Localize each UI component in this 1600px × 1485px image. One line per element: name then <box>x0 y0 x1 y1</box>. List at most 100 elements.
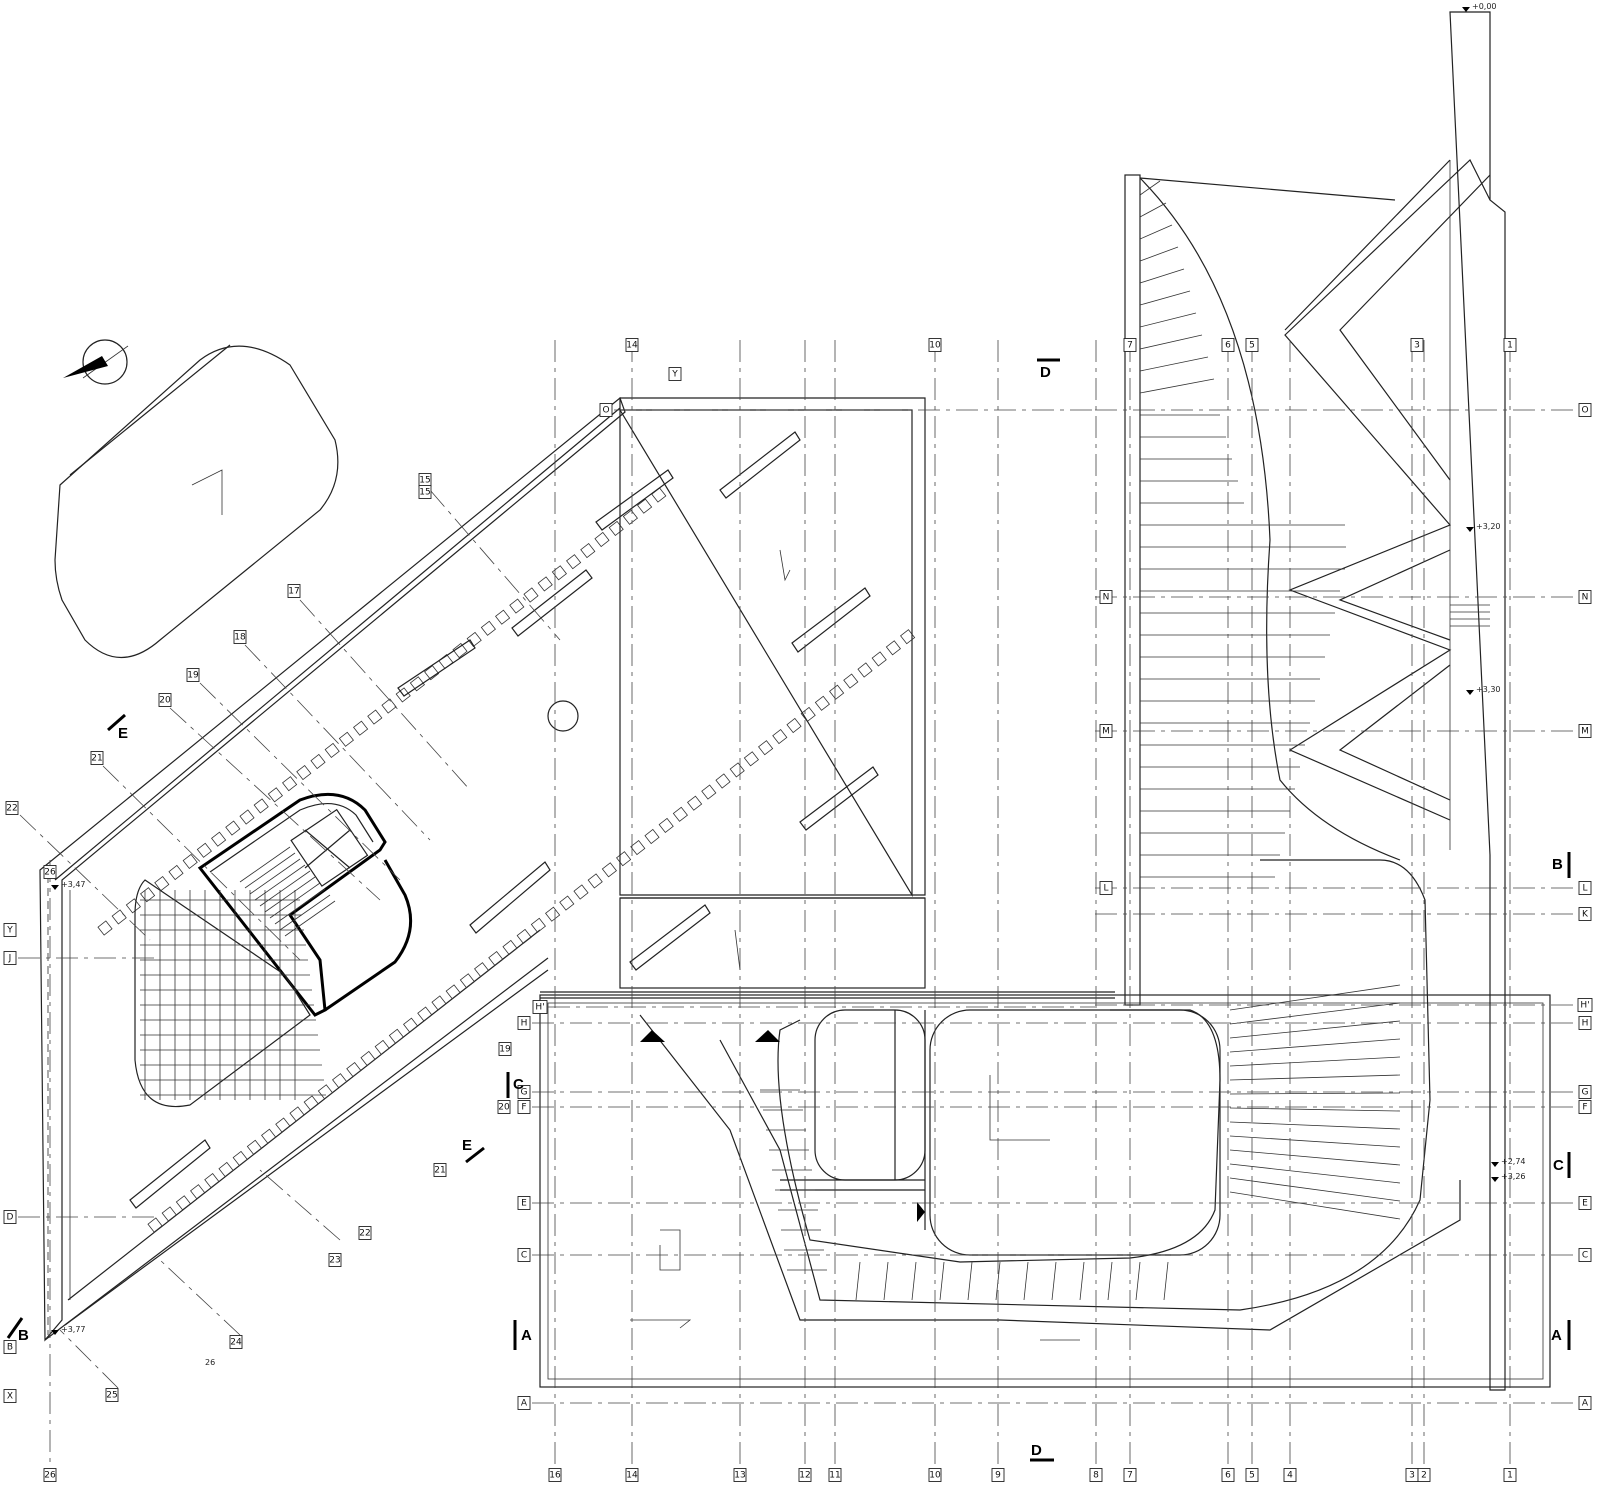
grid-tag-b7: 7 <box>1123 1468 1137 1482</box>
grid-tag-d19b: 19 <box>498 1042 512 1056</box>
section-marker-e-top: E <box>107 713 128 742</box>
grid-tag-b26: 26 <box>43 1468 57 1482</box>
grid-tag-rN: N <box>1578 590 1592 604</box>
section-marker-a-right: A <box>1551 1320 1571 1350</box>
grid-tag-lH: H <box>517 1016 531 1030</box>
level-marker: +3,77 <box>51 1325 86 1335</box>
tiled-plaza <box>134 879 326 1107</box>
svg-text:D: D <box>7 1213 14 1223</box>
svg-text:F: F <box>1582 1103 1587 1113</box>
svg-text:22: 22 <box>6 804 17 814</box>
svg-text:C: C <box>1553 1157 1564 1174</box>
grid-tag-lO: O <box>599 403 613 417</box>
svg-text:6: 6 <box>1225 341 1231 351</box>
grid-tag-rL: L <box>1578 881 1592 895</box>
grid-tag-iL: L <box>1099 881 1113 895</box>
level-marker: +2,74 <box>1491 1157 1526 1167</box>
grid-tag-b5: 5 <box>1245 1468 1259 1482</box>
grid-tag-b14: 14 <box>625 1468 639 1482</box>
grid-tag-lF: F <box>517 1100 531 1114</box>
level-marker: +0,00 <box>1462 2 1497 12</box>
svg-text:C: C <box>1582 1251 1588 1261</box>
svg-text:3: 3 <box>1414 341 1420 351</box>
grid-tag-b4: 4 <box>1283 1468 1297 1482</box>
svg-text:2: 2 <box>1421 1471 1427 1481</box>
grid-tag-b12: 12 <box>798 1468 812 1482</box>
grid-tag-fY: Y <box>3 923 17 937</box>
grid-tag-iM: M <box>1099 724 1113 738</box>
svg-text:E: E <box>1582 1199 1588 1209</box>
svg-text:12: 12 <box>799 1471 810 1481</box>
grid-tag-t1: 1 <box>1503 338 1517 352</box>
grid-axes <box>18 340 1580 1465</box>
grid-tag-lG: G <box>517 1085 531 1099</box>
pavilion-outline <box>54 344 339 659</box>
grid-tag-iN: N <box>1099 590 1113 604</box>
svg-text:+3,20: +3,20 <box>1476 522 1501 531</box>
svg-text:24: 24 <box>230 1338 242 1348</box>
svg-text:O: O <box>1581 406 1588 416</box>
level-marker: +3,26 <box>1491 1172 1526 1182</box>
right-wing <box>1124 11 1506 1391</box>
grid-tag-d21b: 21 <box>433 1163 447 1177</box>
svg-text:B: B <box>7 1343 13 1353</box>
main-block <box>618 397 926 989</box>
grid-tag-d17: 17 <box>287 584 301 598</box>
section-marker-d-bottom: D <box>1030 1442 1054 1462</box>
grid-tag-d22a: 22 <box>5 801 19 815</box>
svg-text:21: 21 <box>91 754 102 764</box>
grid-tag-d18: 18 <box>233 630 247 644</box>
svg-text:L: L <box>1582 884 1587 894</box>
section-marker-d-top: D <box>1037 358 1060 381</box>
grid-tag-lA: A <box>517 1396 531 1410</box>
svg-text:B: B <box>1552 856 1563 873</box>
svg-text:H: H <box>1582 1019 1589 1029</box>
svg-text:9: 9 <box>995 1471 1001 1481</box>
svg-text:7: 7 <box>1127 1471 1133 1481</box>
svg-text:6: 6 <box>1225 1471 1231 1481</box>
section-marker-c-right: C <box>1553 1152 1571 1178</box>
section-marker-b-left: B <box>6 1317 29 1344</box>
grid-tag-rH: H <box>1578 1016 1592 1030</box>
grid-tag-fB: B <box>3 1340 17 1354</box>
svg-text:E: E <box>521 1199 527 1209</box>
svg-text:C: C <box>521 1251 527 1261</box>
svg-text:+2,74: +2,74 <box>1501 1157 1526 1166</box>
svg-text:B: B <box>18 1327 29 1344</box>
svg-text:20: 20 <box>159 696 171 706</box>
grid-tag-b11: 11 <box>828 1468 842 1482</box>
svg-text:21: 21 <box>434 1166 445 1176</box>
svg-text:D: D <box>1031 1442 1042 1459</box>
svg-text:20: 20 <box>498 1103 510 1113</box>
svg-text:+3,30: +3,30 <box>1476 685 1501 694</box>
svg-text:C: C <box>513 1076 524 1093</box>
section-marker-a-left: A <box>513 1320 532 1350</box>
svg-text:M: M <box>1102 727 1110 737</box>
grid-tag-b9: 9 <box>991 1468 1005 1482</box>
area-label-26: 26 <box>205 1358 215 1367</box>
svg-text:14: 14 <box>626 341 638 351</box>
svg-text:A: A <box>521 1327 532 1344</box>
svg-text:3: 3 <box>1409 1471 1415 1481</box>
svg-text:5: 5 <box>1249 341 1255 351</box>
grid-tag-d22b: 22 <box>358 1226 372 1240</box>
svg-text:18: 18 <box>234 633 246 643</box>
svg-text:A: A <box>1582 1399 1589 1409</box>
svg-text:N: N <box>1582 593 1589 603</box>
svg-text:7: 7 <box>1127 341 1133 351</box>
grid-tag-d20a: 20 <box>158 693 172 707</box>
grid-tag-b10: 10 <box>928 1468 942 1482</box>
grid-tag-top-y: Y <box>668 367 682 381</box>
stair-elevator-core <box>197 792 413 1017</box>
grid-tag-b13: 13 <box>733 1468 747 1482</box>
grid-tag-fX: X <box>3 1389 17 1403</box>
svg-text:1: 1 <box>1507 1471 1513 1481</box>
svg-text:X: X <box>7 1392 13 1402</box>
section-marker-e-bottom: E <box>462 1137 485 1164</box>
grid-tag-rK: K <box>1578 907 1592 921</box>
grid-tag-rC: C <box>1578 1248 1592 1262</box>
svg-text:K: K <box>1582 910 1589 920</box>
grid-tag-rH1: H' <box>1577 998 1593 1012</box>
grid-tag-rO: O <box>1578 403 1592 417</box>
